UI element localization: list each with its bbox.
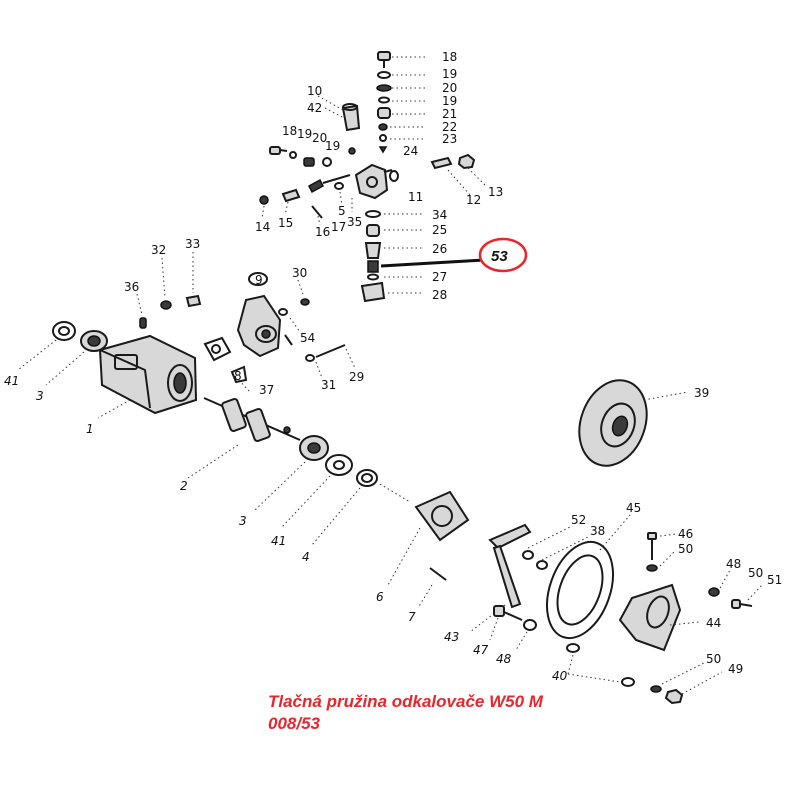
gasket-40 (546, 540, 635, 687)
label-30: 30 (292, 266, 307, 280)
clutch-disc-39 (578, 379, 689, 467)
bolt-47-washer-48 (489, 605, 537, 651)
right-bearing-washer-ring (254, 435, 378, 546)
callout-53: 53 (380, 237, 528, 273)
part-32-33-36 (136, 252, 202, 329)
drain-valve-stack (360, 210, 424, 303)
label-18: 18 (442, 50, 457, 64)
label-14: 14 (255, 220, 270, 234)
label-42: 42 (307, 101, 322, 115)
top-fastener-stack (376, 51, 392, 154)
label-45: 45 (626, 501, 641, 515)
gearbox-housing (97, 334, 198, 419)
label-46: 46 (678, 527, 693, 541)
label-39: 39 (694, 386, 709, 400)
caption-line-1: Tlačná pružina odkalovače W50 M (268, 692, 543, 711)
top-stack-leaders (390, 56, 426, 140)
label-50: 50 (678, 542, 693, 556)
caption-line-2: 008/53 (268, 714, 320, 733)
label-7: 7 (408, 610, 416, 624)
label-19: 19 (442, 67, 457, 81)
label-3: 3 (239, 514, 247, 528)
label-34: 34 (432, 208, 447, 222)
label-44: 44 (706, 616, 721, 630)
label-51: 51 (767, 573, 782, 587)
label-33: 33 (185, 237, 200, 251)
callout-53-label: 53 (491, 248, 508, 265)
label-20: 20 (442, 81, 457, 95)
valve-body (354, 163, 399, 200)
label-43: 43 (444, 630, 459, 644)
plate-44-hardware (618, 532, 763, 705)
label-21: 21 (442, 107, 457, 121)
label-50: 50 (748, 566, 763, 580)
left-bearing-washer (17, 321, 108, 386)
label-13: 13 (488, 185, 503, 199)
label-38: 38 (590, 524, 605, 538)
label-18: 18 (282, 124, 297, 138)
label-23: 23 (442, 132, 457, 146)
label-16: 16 (315, 225, 330, 239)
label-3: 3 (36, 389, 44, 403)
label-15: 15 (278, 216, 293, 230)
label-19: 19 (297, 127, 312, 141)
lube-pump-assembly (203, 272, 356, 384)
label-1: 1 (86, 422, 94, 436)
label-24: 24 (403, 144, 418, 158)
label-40: 40 (552, 669, 568, 683)
label-41: 41 (271, 534, 286, 548)
label-50: 50 (706, 652, 721, 666)
label-29: 29 (349, 370, 364, 384)
label-19: 19 (325, 139, 340, 153)
label-48: 48 (496, 652, 512, 666)
label-25: 25 (432, 223, 447, 237)
label-41: 41 (4, 374, 19, 388)
label-28: 28 (432, 288, 447, 302)
lever-linkage (469, 514, 631, 633)
label-47: 47 (473, 643, 489, 657)
label-8: 8 (234, 369, 242, 383)
label-20: 20 (312, 131, 327, 145)
label-11: 11 (408, 190, 423, 204)
label-35: 35 (347, 215, 362, 229)
label-54: 54 (300, 331, 315, 345)
label-48: 48 (726, 557, 741, 571)
label-4: 4 (302, 550, 310, 564)
left-screw-row (269, 146, 332, 167)
flange-plate (379, 483, 470, 609)
part-12-13 (430, 153, 487, 196)
label-19: 19 (442, 94, 457, 108)
label-17: 17 (331, 220, 346, 234)
label-52: 52 (571, 513, 586, 527)
part-42-sleeve (317, 95, 361, 155)
left-linkage-parts (259, 174, 353, 226)
label-22: 22 (442, 120, 457, 134)
label-10: 10 (307, 84, 322, 98)
part-caption: Tlačná pružina odkalovače W50 M 008/53 (268, 691, 543, 735)
crankshaft (187, 379, 301, 479)
label-6: 6 (376, 590, 384, 604)
label-5: 5 (338, 204, 346, 218)
label-2: 2 (180, 479, 188, 493)
label-9: 9 (255, 273, 263, 287)
label-27: 27 (432, 270, 447, 284)
label-12: 12 (466, 193, 481, 207)
label-32: 32 (151, 243, 166, 257)
label-26: 26 (432, 242, 447, 256)
label-36: 36 (124, 280, 139, 294)
label-31: 31 (321, 378, 336, 392)
label-49: 49 (728, 662, 743, 676)
label-37: 37 (259, 383, 274, 397)
